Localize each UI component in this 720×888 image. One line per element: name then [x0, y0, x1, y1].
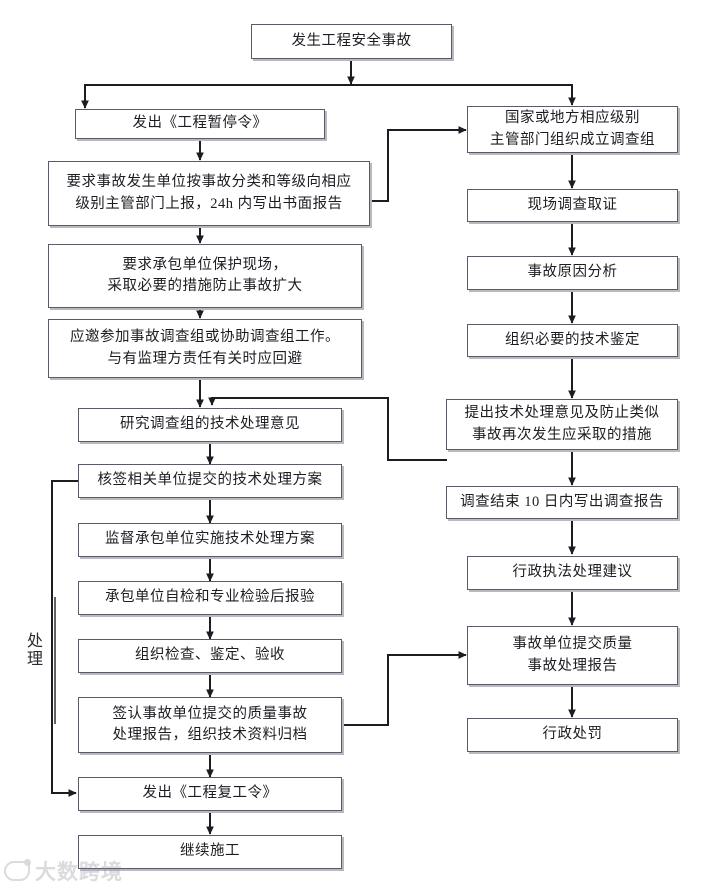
node-l2-label: 要求事故发生单位按事故分类和等级向相应 级别主管部门上报，24h 内写出书面报告: [66, 174, 352, 212]
node-technical-appraisal[interactable]: 组织必要的技术鉴定: [467, 324, 678, 357]
node-join-investigation-group[interactable]: 应邀参加事故调查组或协助调查组工作。 与有监理方责任有关时应回避: [48, 319, 362, 378]
wire-bus-to-l1: [81, 84, 351, 109]
node-site-investigation-evidence[interactable]: 现场调查取证: [467, 189, 678, 222]
speech-bubble-logo-icon: [4, 859, 31, 881]
watermark: 大数跨境: [4, 856, 123, 886]
node-organize-inspection-acceptance[interactable]: 组织检查、鉴定、验收: [78, 639, 342, 673]
node-study-technical-opinion[interactable]: 研究调查组的技术处理意见: [78, 408, 342, 442]
wire-l6-back-to-l11: [51, 480, 78, 797]
node-l10-label: 签认事故单位提交的质量事故 处理报告，组织技术资料归档: [112, 705, 308, 743]
node-l8-label: 承包单位自检和专业检验后报验: [105, 589, 315, 606]
node-enforcement-recommendation[interactable]: 行政执法处理建议: [467, 556, 678, 590]
node-cause-analysis[interactable]: 事故原因分析: [467, 256, 678, 290]
node-start-label: 发生工程安全事故: [291, 32, 412, 49]
node-issue-resumption-order[interactable]: 发出《工程复工令》: [78, 777, 342, 811]
wire-bus-to-r1: [351, 84, 576, 106]
node-r5-label: 提出技术处理意见及防止类似 事故再次发生应采取的措施: [464, 405, 660, 443]
node-l4-label: 应邀参加事故调查组或协助调查组工作。 与有监理方责任有关时应回避: [70, 329, 340, 367]
node-submit-quality-report[interactable]: 事故单位提交质量 事故处理报告: [467, 626, 678, 685]
node-l7-label: 监督承包单位实施技术处理方案: [105, 531, 315, 548]
node-l9-label: 组织检查、鉴定、验收: [135, 647, 285, 664]
node-l6-label: 核签相关单位提交的技术处理方案: [97, 472, 323, 489]
node-countersign-technical-plan[interactable]: 核签相关单位提交的技术处理方案: [78, 464, 342, 498]
node-continue-construction[interactable]: 继续施工: [78, 835, 342, 869]
node-start[interactable]: 发生工程安全事故: [251, 24, 452, 59]
node-r1-label: 国家或地方相应级别 主管部门组织成立调查组: [490, 110, 655, 148]
node-contractor-self-inspection[interactable]: 承包单位自检和专业检验后报验: [78, 581, 342, 615]
node-investigation-report[interactable]: 调查结束 10 日内写出调查报告: [446, 486, 678, 519]
node-propose-measures[interactable]: 提出技术处理意见及防止类似 事故再次发生应采取的措施: [446, 399, 678, 450]
node-supervise-implementation[interactable]: 监督承包单位实施技术处理方案: [78, 523, 342, 557]
node-l11-label: 发出《工程复工令》: [142, 785, 278, 802]
node-r7-label: 行政执法处理建议: [512, 564, 633, 581]
node-r6-label: 调查结束 10 日内写出调查报告: [460, 493, 664, 510]
node-l5-label: 研究调查组的技术处理意见: [120, 416, 300, 433]
node-issue-suspension-order[interactable]: 发出《工程暂停令》: [75, 109, 325, 139]
watermark-text: 大数跨境: [35, 860, 123, 884]
node-l12-label: 继续施工: [180, 843, 240, 860]
wire-l2-to-r1: [370, 126, 467, 202]
node-l3-label: 要求承包单位保护现场， 采取必要的措施防止事故扩大: [107, 256, 303, 294]
node-r4-label: 组织必要的技术鉴定: [505, 331, 640, 348]
node-sign-accident-report[interactable]: 签认事故单位提交的质量事故 处理报告，组织技术资料归档: [78, 697, 342, 753]
node-protect-site[interactable]: 要求承包单位保护现场， 采取必要的措施防止事故扩大: [48, 244, 362, 308]
node-administrative-penalty[interactable]: 行政处罚: [467, 718, 678, 752]
node-r2-label: 现场调查取证: [527, 196, 618, 213]
node-report-to-authority[interactable]: 要求事故发生单位按事故分类和等级向相应 级别主管部门上报，24h 内写出书面报告: [48, 161, 370, 226]
node-establish-investigation-group[interactable]: 国家或地方相应级别 主管部门组织成立调查组: [467, 106, 678, 153]
wire-l10-to-r8: [343, 651, 467, 726]
node-l1-label: 发出《工程暂停令》: [132, 115, 268, 132]
side-label-processing: 处理: [18, 632, 41, 678]
node-r3-label: 事故原因分析: [527, 264, 618, 281]
side-label-text: 处理: [24, 632, 41, 668]
node-r8-label: 事故单位提交质量 事故处理报告: [512, 636, 633, 674]
node-r9-label: 行政处罚: [542, 726, 603, 743]
